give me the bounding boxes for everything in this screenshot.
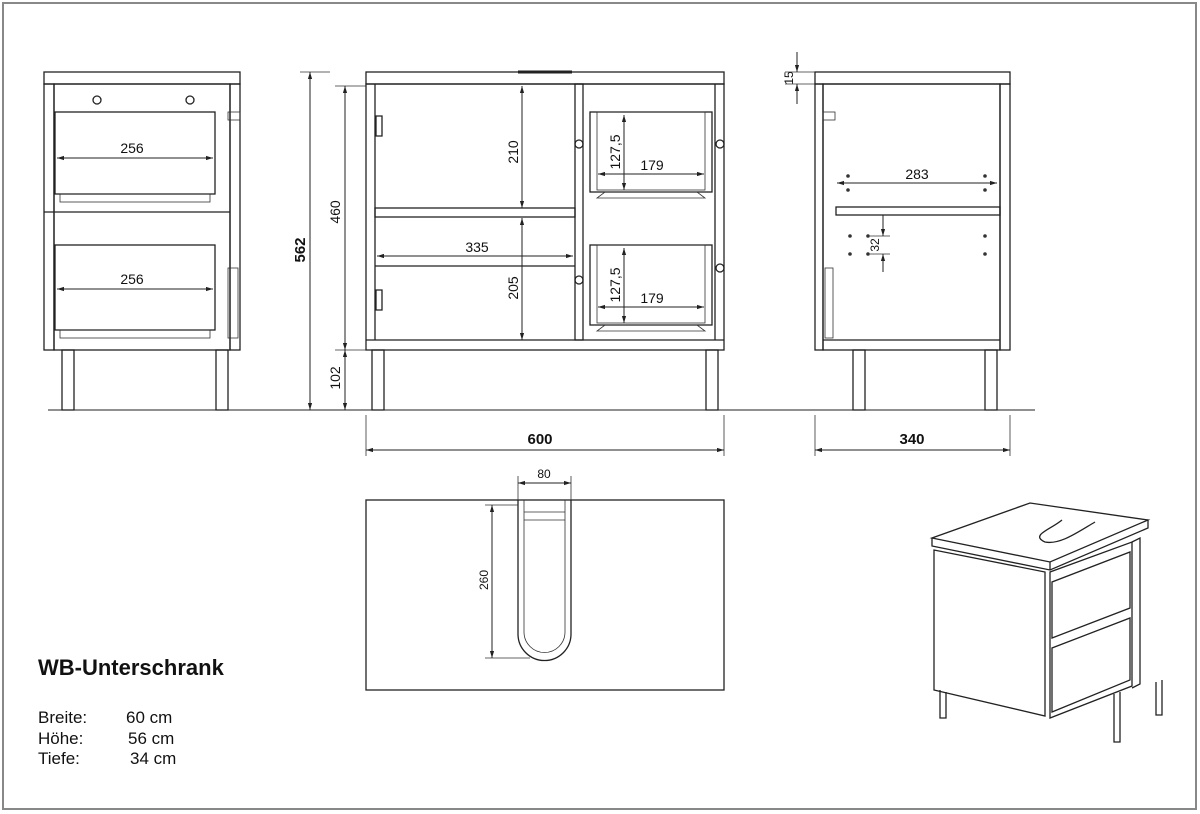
dim-hole-spacing: 32 — [868, 238, 882, 252]
left-side-view: 256 256 — [43, 71, 241, 411]
dim-drawer-top-height: 127,5 — [607, 134, 623, 169]
isometric-view — [929, 502, 1163, 743]
height-dimensions: 562 460 102 — [292, 71, 366, 410]
dim-total-height: 562 — [292, 237, 309, 262]
dim-side-drawer-bottom: 256 — [120, 271, 144, 287]
front-view: 210 205 335 127,5 179 127,5 179 — [365, 70, 725, 411]
spec-label: Tiefe: — [38, 749, 80, 768]
right-side-view: 15 283 32 — [782, 52, 1011, 411]
dim-cutout-width: 80 — [537, 467, 551, 481]
dim-upper-compartment: 210 — [505, 140, 521, 164]
product-title: WB-Unterschrank — [38, 655, 224, 680]
spec-value: 60 cm — [126, 708, 173, 727]
spec-value: 56 cm — [128, 729, 175, 748]
dim-drawer-top-width: 179 — [640, 157, 664, 173]
dim-top-thickness: 15 — [782, 71, 796, 85]
dim-shelf-depth: 283 — [905, 166, 929, 182]
dim-leg-height: 102 — [327, 366, 343, 390]
spec-label: Breite: — [38, 708, 88, 727]
dim-cutout-depth: 260 — [477, 570, 491, 590]
spec-value: 34 cm — [130, 749, 177, 768]
spec-label: Höhe: — [38, 729, 84, 748]
dim-total-width: 600 — [527, 431, 552, 448]
dim-side-drawer-top: 256 — [120, 140, 144, 156]
dim-body-height: 460 — [327, 200, 343, 224]
top-view: 80 260 — [365, 467, 725, 691]
dim-drawer-bottom-height: 127,5 — [607, 267, 623, 302]
dim-lower-compartment: 205 — [505, 276, 521, 300]
width-dimensions: 600 340 — [365, 415, 1011, 456]
dim-drawer-bottom-width: 179 — [640, 290, 664, 306]
dim-door-width: 335 — [465, 239, 489, 255]
dim-total-depth: 340 — [899, 431, 924, 448]
